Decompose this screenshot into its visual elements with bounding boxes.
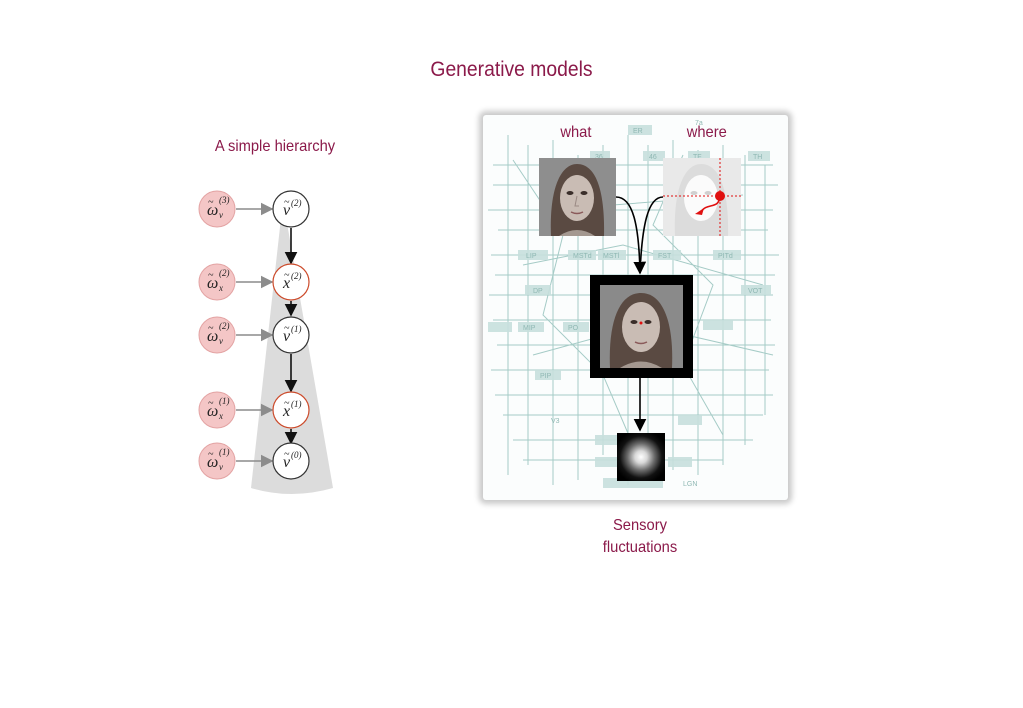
svg-text:(2): (2) xyxy=(291,271,302,281)
node-omega-v-1: ω ~ (1) v xyxy=(198,442,236,480)
node-omega-x-2: ω ~ (2) x xyxy=(198,263,236,301)
svg-text:TF: TF xyxy=(693,154,702,161)
sensory-sample-image xyxy=(617,433,665,481)
svg-text:LIP: LIP xyxy=(526,253,537,260)
caption-line-2: fluctuations xyxy=(602,539,678,556)
svg-text:(0): (0) xyxy=(291,450,302,460)
svg-text:DP: DP xyxy=(533,288,543,295)
caption-line-1: Sensory xyxy=(612,517,667,534)
node-omega-v-3: ω ~ (3) v xyxy=(198,190,236,228)
svg-text:~: ~ xyxy=(284,449,290,460)
merge-arrows xyxy=(615,196,664,432)
where-label: where xyxy=(686,124,727,141)
node-x-2: x ~ (2) xyxy=(272,263,310,301)
page-title: Generative models xyxy=(430,58,593,81)
what-label: what xyxy=(560,124,592,141)
svg-text:~: ~ xyxy=(284,197,290,208)
svg-text:(1): (1) xyxy=(291,399,302,409)
svg-text:(1): (1) xyxy=(219,447,230,457)
face-icon xyxy=(590,275,693,378)
svg-text:PIP: PIP xyxy=(540,373,552,380)
svg-text:(2): (2) xyxy=(291,198,302,208)
svg-text:ω: ω xyxy=(207,328,218,345)
svg-text:v: v xyxy=(283,328,291,345)
svg-text:V3: V3 xyxy=(551,418,560,425)
attention-map-icon xyxy=(663,158,741,236)
svg-text:~: ~ xyxy=(284,323,290,334)
sensory-caption: Sensory fluctuations xyxy=(580,515,700,559)
svg-text:~: ~ xyxy=(284,270,290,281)
svg-text:(2): (2) xyxy=(219,321,230,331)
svg-text:~: ~ xyxy=(208,449,214,460)
svg-text:~: ~ xyxy=(208,270,214,281)
svg-text:FST: FST xyxy=(658,253,672,260)
svg-text:36: 36 xyxy=(595,154,603,161)
node-v-2: v ~ (2) xyxy=(272,190,310,228)
svg-text:v: v xyxy=(283,202,291,219)
svg-text:x: x xyxy=(282,403,290,420)
node-omega-x-1: ω ~ (1) x xyxy=(198,391,236,429)
svg-text:MSTd: MSTd xyxy=(573,253,592,260)
node-v-0: v ~ (0) xyxy=(272,442,310,480)
svg-text:v: v xyxy=(219,336,223,346)
svg-text:~: ~ xyxy=(284,398,290,409)
node-x-1: x ~ (1) xyxy=(272,391,310,429)
node-v-1: v ~ (1) xyxy=(272,316,310,354)
what-face-image xyxy=(539,158,616,236)
svg-text:x: x xyxy=(218,283,223,293)
svg-text:(1): (1) xyxy=(219,396,230,406)
svg-text:x: x xyxy=(218,411,223,421)
svg-text:TH: TH xyxy=(753,154,762,161)
generated-face-image xyxy=(590,275,693,378)
svg-text:ω: ω xyxy=(207,403,218,420)
svg-text:~: ~ xyxy=(208,398,214,409)
svg-text:ω: ω xyxy=(207,275,218,292)
svg-text:VOT: VOT xyxy=(748,288,763,295)
svg-text:(2): (2) xyxy=(219,268,230,278)
visual-network-background: LIP MSTd MSTl FST PITd DP MIP PO VOT PIP… xyxy=(488,120,779,488)
svg-text:MIP: MIP xyxy=(523,325,536,332)
svg-text:v: v xyxy=(219,462,223,472)
svg-text:x: x xyxy=(282,275,290,292)
svg-text:ER: ER xyxy=(633,128,643,135)
svg-text:46: 46 xyxy=(649,154,657,161)
hierarchy-subtitle: A simple hierarchy xyxy=(214,138,336,155)
svg-text:ω: ω xyxy=(207,454,218,471)
svg-text:7a: 7a xyxy=(695,120,703,127)
node-omega-v-2: ω ~ (2) v xyxy=(198,316,236,354)
hierarchy-diagram: ω ~ (3) v v ~ (2) ω ~ (2) x x ~ (2) ω ~ … xyxy=(198,190,333,494)
svg-text:MSTl: MSTl xyxy=(603,253,620,260)
svg-text:PITd: PITd xyxy=(718,253,733,260)
svg-text:(3): (3) xyxy=(219,195,230,205)
svg-text:LGN: LGN xyxy=(683,481,697,488)
svg-text:~: ~ xyxy=(208,323,214,334)
visual-hierarchy-panel: LIP MSTd MSTl FST PITd DP MIP PO VOT PIP… xyxy=(483,115,788,500)
svg-text:~: ~ xyxy=(208,197,214,208)
svg-text:ω: ω xyxy=(207,202,218,219)
where-face-image xyxy=(663,158,741,236)
svg-text:PO: PO xyxy=(568,325,579,332)
svg-text:v: v xyxy=(283,454,291,471)
face-icon xyxy=(539,158,616,236)
svg-text:v: v xyxy=(219,210,223,220)
svg-text:(1): (1) xyxy=(291,324,302,334)
